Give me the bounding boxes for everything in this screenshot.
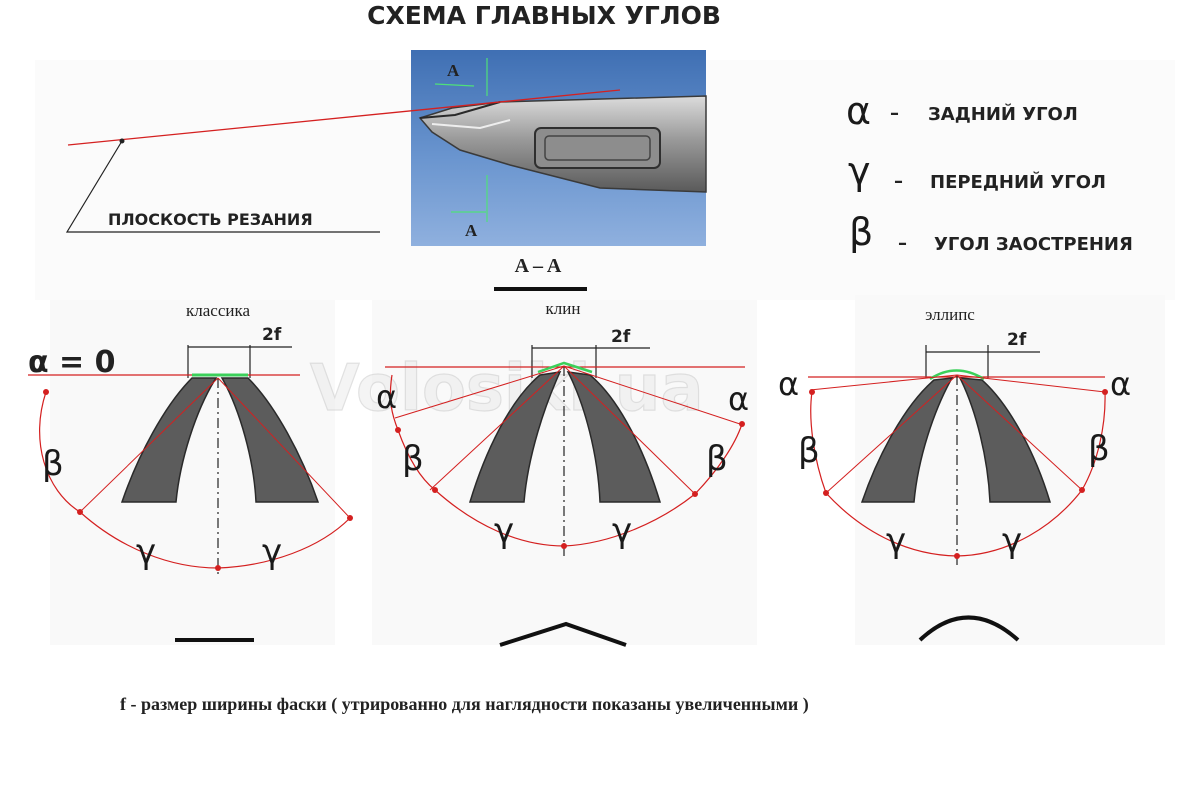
profile-name: клин <box>546 299 581 318</box>
legend-beta-label: УГОЛ ЗАОСТРЕНИЯ <box>934 234 1133 255</box>
beta-left-label: β <box>402 439 424 479</box>
beta-left-label: β <box>798 431 820 471</box>
cutting-plane-leader <box>65 140 380 233</box>
gamma-right-label: γ <box>262 532 282 572</box>
legend-gamma-symbol: γ <box>848 149 871 193</box>
profile-classic: классика 2f α = 0 β γ γ <box>28 301 353 642</box>
gamma-right-label: γ <box>1002 521 1022 561</box>
legend-alpha-label: ЗАДНИЙ УГОЛ <box>928 103 1078 125</box>
photo-marker-top: A <box>447 61 460 80</box>
legend-gamma-label: ПЕРЕДНИЙ УГОЛ <box>930 171 1106 193</box>
footnote-text: - размер ширины фаски ( утрированно для … <box>126 694 809 715</box>
profile-name: эллипс <box>925 305 975 324</box>
profile-wedge: клин 2f α α β β γ γ <box>376 299 749 647</box>
width-label: 2f <box>1007 330 1027 350</box>
profile-ellipse: эллипс 2f α α β β γ γ <box>778 305 1131 642</box>
legend-dash: – <box>898 233 907 254</box>
alpha-zero-label: α = 0 <box>28 345 116 380</box>
legend-alpha-symbol: α <box>846 89 871 133</box>
nipper-photo: A A <box>411 50 707 246</box>
gamma-left-label: γ <box>136 532 156 572</box>
width-label: 2f <box>611 327 631 347</box>
width-label: 2f <box>262 325 282 345</box>
edge-shape-wedge <box>499 621 627 647</box>
gamma-left-label: γ <box>886 521 906 561</box>
legend-dash: – <box>894 171 903 192</box>
gamma-right-label: γ <box>612 511 632 551</box>
page-title: СХЕМА ГЛАВНЫХ УГЛОВ <box>367 1 721 30</box>
profile-name: классика <box>186 301 250 320</box>
beta-label: β <box>42 444 64 484</box>
watermark: Volosiki.ua <box>310 352 704 426</box>
footnote-symbol: f <box>120 694 127 714</box>
beta-right-label: β <box>706 439 728 479</box>
photo-marker-bottom: A <box>465 221 478 240</box>
cutting-plane-label: ПЛОСКОСТЬ РЕЗАНИЯ <box>108 210 313 229</box>
alpha-left-label: α <box>376 378 397 416</box>
edge-highlight <box>537 361 593 374</box>
legend-beta-symbol: β <box>849 210 873 254</box>
edge-highlight <box>929 369 985 381</box>
legend: α – ЗАДНИЙ УГОЛ γ – ПЕРЕДНИЙ УГОЛ β – УГ… <box>846 89 1133 255</box>
footnote: f - размер ширины фаски ( утрированно дл… <box>120 694 809 715</box>
gamma-left-label: γ <box>494 511 514 551</box>
alpha-right-label: α <box>1110 365 1131 403</box>
beta-right-label: β <box>1088 429 1110 469</box>
legend-dash: – <box>890 103 899 124</box>
section-label: A – A <box>515 255 562 277</box>
cutting-plane-line <box>67 89 621 146</box>
edge-shape-arc <box>918 615 1020 642</box>
alpha-left-label: α <box>778 365 799 403</box>
alpha-right-label: α <box>728 380 749 418</box>
